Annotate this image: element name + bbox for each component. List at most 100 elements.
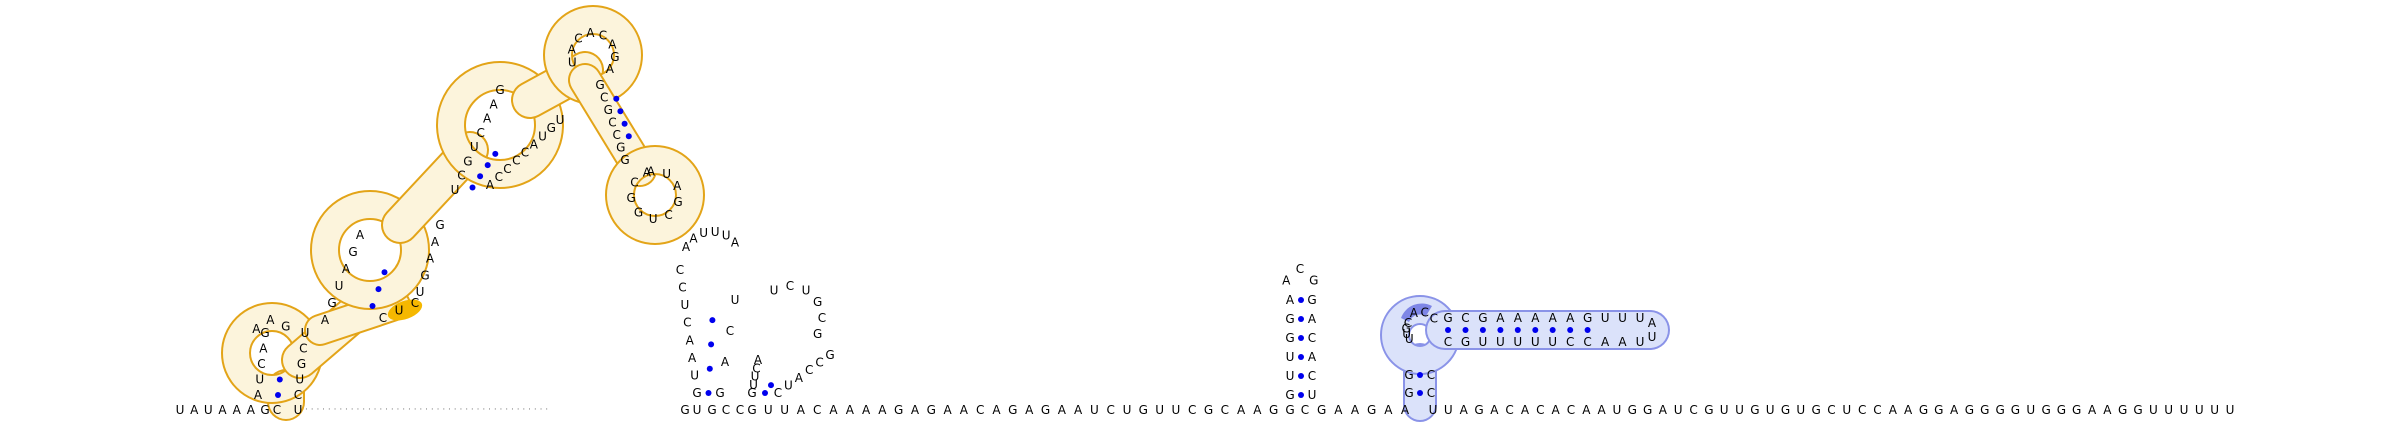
- backbone-left-nuc-1: U: [176, 403, 185, 417]
- orange-stem2-left-nuc-4: A: [342, 262, 351, 276]
- multi-stem-b-right-nuc-2: U: [784, 378, 793, 392]
- blue-arm-bottom-nuc-6: U: [1531, 335, 1540, 349]
- hairpin-stem-base-pair-3: [1298, 354, 1304, 360]
- orange-strong-nuc-3: C: [411, 296, 419, 310]
- blue-loop-strong-nuc-4: U: [1405, 332, 1414, 346]
- blue-tip-nuc-1: A: [1648, 316, 1657, 330]
- orange-stem3-right-nuc-9: U: [556, 113, 565, 127]
- backbone-middle-nuc-11: A: [911, 403, 920, 417]
- backbone-left-nuc-3: U: [204, 403, 213, 417]
- orange-stem3-left-nuc-7: A: [489, 97, 498, 111]
- backbone-middle-nuc-2: U: [764, 403, 773, 417]
- hairpin-stem-right-nuc-3: A: [1308, 350, 1317, 364]
- orange-arm-nuc-2: C: [600, 91, 608, 105]
- backbone-right-end-nuc-48: U: [2149, 403, 2158, 417]
- multi-stem-b-base-pair-1: [762, 390, 768, 396]
- multi-stem-b-right-nuc-1: C: [774, 386, 782, 400]
- backbone-middle-nuc-4: A: [797, 403, 806, 417]
- orange-stem2-left-nuc-2: G: [327, 296, 336, 310]
- backbone-right-end-nuc-49: U: [2164, 403, 2173, 417]
- orange-strong-nuc-1: C: [379, 311, 387, 325]
- orange-loop-arm-nuc-5: C: [664, 208, 672, 222]
- blue-arm-bottom-nuc-3: U: [1479, 335, 1488, 349]
- backbone-right-end-nuc-21: U: [1735, 403, 1744, 417]
- orange-stem1-base-pair-1: [275, 392, 281, 398]
- backbone-middle-nuc-16: A: [992, 403, 1001, 417]
- orange-arm-nuc-3: G: [604, 103, 613, 117]
- orange-stem2-right-nuc-4: A: [431, 235, 440, 249]
- orange-stem1-right-nuc-1: C: [294, 388, 302, 402]
- blue-arm-base-pair-7: [1549, 327, 1556, 333]
- backbone-right-end-nuc-24: G: [1781, 403, 1790, 417]
- blue-arm-top-nuc-10: U: [1601, 311, 1610, 325]
- multi-loop-a-nuc-4: U: [711, 225, 720, 239]
- backbone-middle-nuc-34: G: [1285, 403, 1294, 417]
- orange-stem3-right-nuc-8: G: [547, 121, 556, 135]
- multi-stem-b-right-nuc-4: C: [805, 363, 813, 377]
- backbone-right-end-nuc-8: C: [1536, 403, 1544, 417]
- hairpin-stem-right-nuc-1: U: [1308, 388, 1317, 402]
- backbone-bridge-nuc-1: G: [707, 403, 716, 417]
- hairpin-loop-nuc-3: G: [1309, 274, 1318, 288]
- backbone-middle-nuc-8: A: [862, 403, 871, 417]
- multi-stem-b-left-nuc-3: U: [751, 370, 760, 384]
- orange-loop-arm-nuc-1: A: [647, 164, 656, 178]
- multi-loop-b-nuc-1: U: [770, 283, 779, 297]
- backbone-middle-nuc-30: C: [1221, 403, 1229, 417]
- backbone-middle-nuc-18: A: [1025, 403, 1034, 417]
- orange-stem3-right-nuc-5: C: [521, 146, 529, 160]
- orange-stem1-base-pair-2: [276, 376, 283, 383]
- backbone-right-end-nuc-43: G: [2072, 403, 2081, 417]
- hairpin-stem-right-nuc-5: A: [1308, 312, 1317, 326]
- orange-loop-top-nuc-4: A: [586, 26, 595, 40]
- backbone-right-end-nuc-23: U: [1766, 403, 1775, 417]
- multi-stem-a-left-nuc-6: U: [681, 298, 690, 312]
- orange-loop-arm-nuc-10: A: [643, 165, 652, 179]
- backbone-mid-bridge-nuc-6: A: [1384, 403, 1393, 417]
- backbone-middle-nuc-20: A: [1058, 403, 1067, 417]
- orange-loop-top-nuc-5: C: [599, 28, 607, 42]
- multi-loop-b-nuc-2: C: [786, 279, 794, 293]
- backbone-right-end-nuc-11: A: [1582, 403, 1591, 417]
- orange-stem3-left-nuc-3: G: [463, 154, 472, 168]
- blue-arm-bottom-nuc-7: U: [1548, 335, 1557, 349]
- backbone-middle-nuc-21: A: [1074, 403, 1083, 417]
- orange-loop1-nuc-3: G: [281, 319, 290, 333]
- orange-arm-base-pair-4: [625, 133, 632, 140]
- orange-stem2-right-nuc-1: U: [416, 285, 425, 299]
- multi-loop-b-nuc-6: G: [813, 327, 822, 341]
- orange-loop-arm-nuc-2: U: [662, 167, 671, 181]
- multi-stem-a-left-nuc-1: G: [692, 386, 701, 400]
- backbone-bridge-nuc-3: C: [736, 403, 744, 417]
- blue-arm-bottom-nuc-9: C: [1583, 335, 1591, 349]
- backbone-mid-bridge-nuc-5: G: [1367, 403, 1376, 417]
- backbone-middle-nuc-9: A: [878, 403, 887, 417]
- orange-stem3-base-pair-3: [484, 162, 491, 169]
- multi-stem-a-base-pair-4: [709, 317, 716, 324]
- backbone-middle-nuc-28: C: [1188, 403, 1196, 417]
- backbone-right-end-nuc-35: A: [1950, 403, 1959, 417]
- blue-arm-base-pair-2: [1462, 327, 1469, 333]
- hairpin-stem-right-nuc-2: C: [1308, 369, 1316, 383]
- blue-arm-top-nuc-12: U: [1636, 311, 1645, 325]
- backbone-middle-nuc-1: G: [747, 403, 756, 417]
- backbone-right-end-nuc-18: C: [1689, 403, 1697, 417]
- blue-arm-bottom-nuc-2: G: [1461, 335, 1470, 349]
- backbone-right-end-nuc-6: C: [1505, 403, 1513, 417]
- backbone-right-end-nuc-32: A: [1904, 403, 1913, 417]
- orange-strong-highlight: [387, 299, 423, 321]
- blue-arm-top-nuc-8: A: [1566, 311, 1575, 325]
- hairpin-stem-base-pair-5: [1298, 316, 1304, 322]
- hairpin-stem-right-nuc-6: G: [1307, 293, 1316, 307]
- hairpin-stem-base-pair-4: [1298, 335, 1304, 341]
- sequence-gap-dots: · · · · · · · · · · · · · · · · · · · · …: [305, 405, 548, 415]
- backbone-right-end-nuc-30: C: [1873, 403, 1881, 417]
- orange-loop1-nuc-1: A: [252, 322, 261, 336]
- backbone-middle-nuc-14: A: [960, 403, 969, 417]
- multi-stem-b-right-nuc-3: A: [795, 371, 804, 385]
- backbone-right-end-nuc-36: G: [1965, 403, 1974, 417]
- blue-tip-nuc-2: U: [1648, 330, 1657, 344]
- orange-stem3-left-nuc-4: U: [470, 140, 479, 154]
- blue-loop-strong-nuc-1: C: [1404, 316, 1412, 330]
